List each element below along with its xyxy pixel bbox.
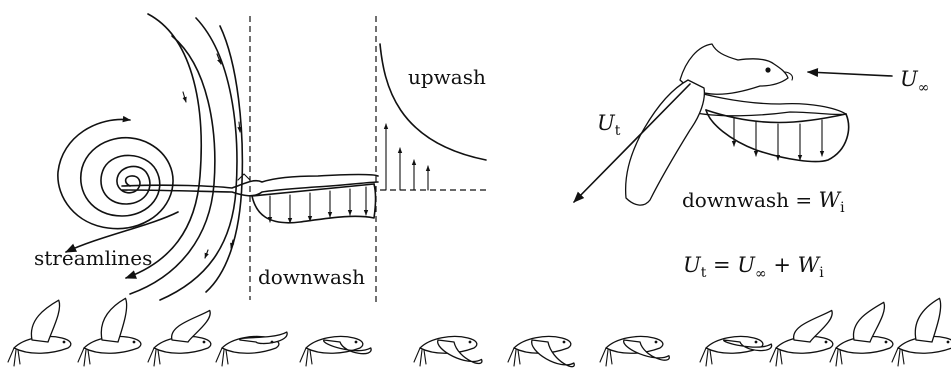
u-t-label: Ut bbox=[597, 111, 621, 139]
upwash-label: upwash bbox=[408, 65, 486, 89]
wingbeat-frame bbox=[148, 310, 211, 366]
wingbeat-frame bbox=[892, 298, 951, 366]
wingbeat-frame bbox=[8, 300, 71, 366]
wingbeat-frame bbox=[770, 310, 833, 366]
velocity-sum-equation: Ut = U∞ + Wi bbox=[683, 253, 824, 282]
downwash-label: downwash bbox=[258, 265, 365, 289]
wingbeat-sequence bbox=[8, 298, 951, 366]
wingbeat-frame bbox=[300, 336, 371, 366]
bird-side-view bbox=[626, 44, 846, 205]
wingtip-vortex-panel: streamlines downwash upwash bbox=[34, 14, 486, 304]
wingbeat-frame bbox=[700, 336, 772, 366]
wingbeat-frame bbox=[830, 302, 893, 366]
wingbeat-frame bbox=[216, 332, 287, 366]
wingbeat-frame bbox=[78, 298, 141, 366]
bird-velocity-panel: Ut U∞ downwash = Wi Ut = U∞ + Wi bbox=[574, 44, 929, 282]
u-infinity-label: U∞ bbox=[900, 67, 929, 96]
downwash-equation: downwash = Wi bbox=[682, 188, 845, 216]
streamlines-label: streamlines bbox=[34, 246, 152, 270]
downwash-profile bbox=[252, 184, 376, 223]
wingbeat-frame bbox=[414, 336, 482, 366]
freestream-arrow bbox=[808, 72, 892, 76]
vortex-spiral bbox=[58, 119, 173, 228]
wingbeat-frame bbox=[508, 336, 574, 366]
bird-downwash-profile bbox=[706, 110, 849, 162]
wingbeat-frame bbox=[600, 336, 669, 366]
